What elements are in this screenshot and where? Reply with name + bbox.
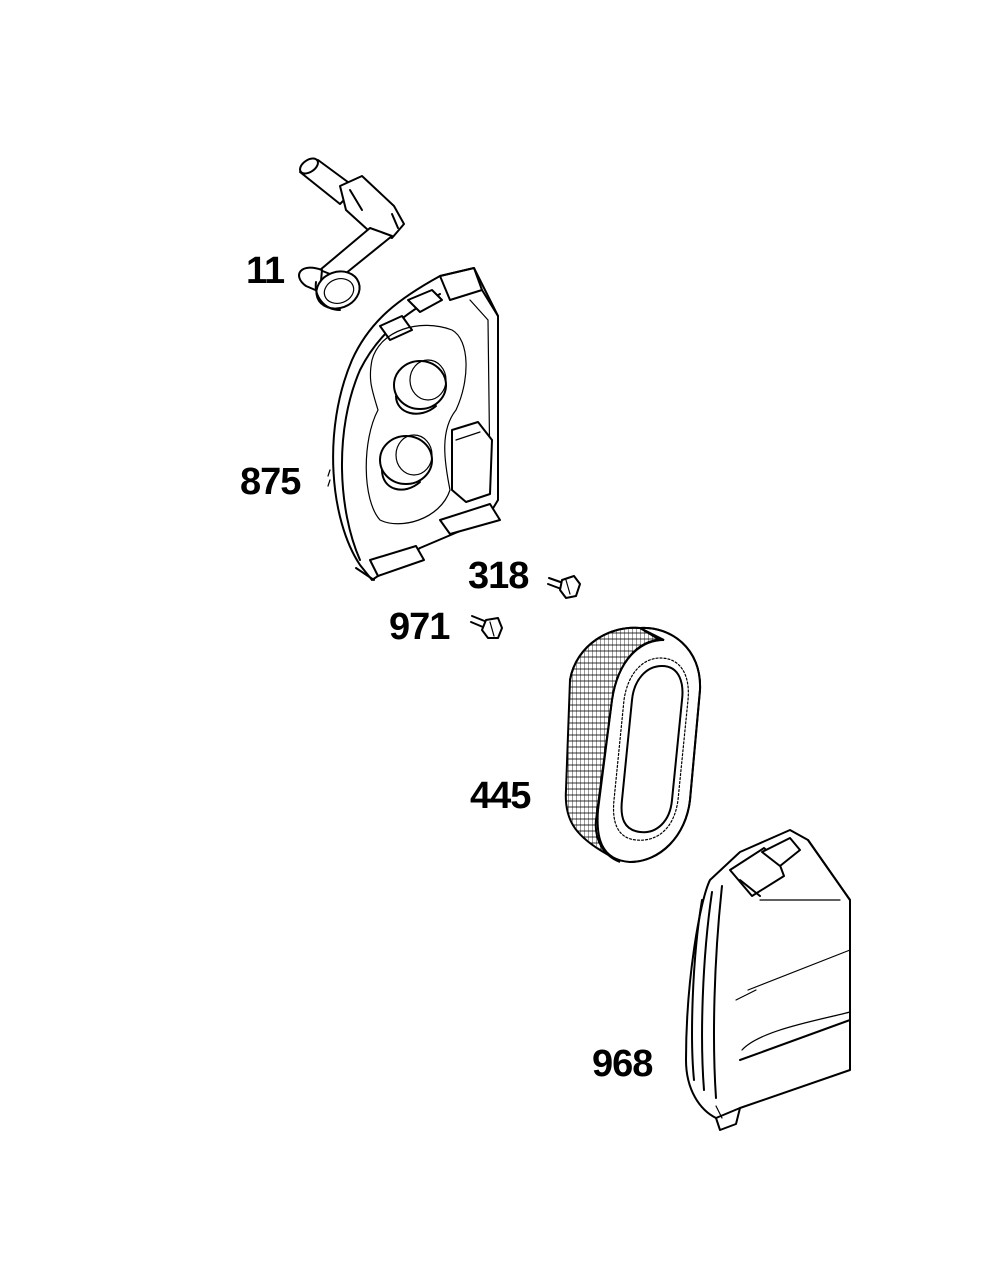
part-label-875: 875 (240, 461, 301, 503)
part-label-971: 971 (389, 606, 450, 648)
air-filter-cartridge-icon (564, 626, 702, 863)
air-cleaner-base-icon (327, 267, 501, 581)
air-cleaner-cover-icon (685, 829, 851, 1131)
part-label-968: 968 (592, 1043, 653, 1085)
part-label-318: 318 (468, 555, 529, 597)
breather-tube-icon (298, 157, 405, 311)
part-label-11: 11 (246, 250, 285, 292)
part-label-445: 445 (470, 775, 531, 817)
screw-icon (470, 615, 503, 639)
screw-icon (547, 575, 581, 599)
